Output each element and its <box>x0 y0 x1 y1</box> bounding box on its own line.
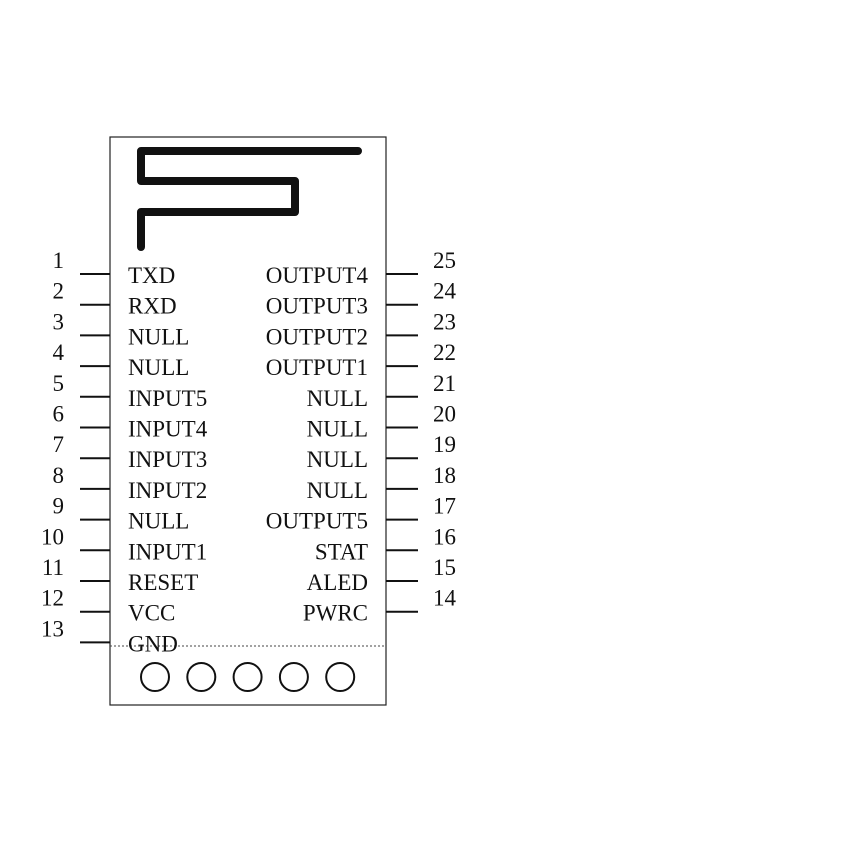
left-pin-number-4: 4 <box>53 340 65 365</box>
left-pin-number-13: 13 <box>41 616 64 641</box>
left-pin-number-10: 10 <box>41 524 64 549</box>
right-pin-label-6: NULL <box>307 417 368 442</box>
left-pin-label-7: INPUT3 <box>128 447 207 472</box>
right-pin-label-2: OUTPUT3 <box>266 294 368 319</box>
right-pin-number-5: 21 <box>433 371 456 396</box>
left-pin-number-5: 5 <box>53 371 65 396</box>
left-pin-label-5: INPUT5 <box>128 386 207 411</box>
left-pin-label-4: NULL <box>128 355 189 380</box>
bottom-pad-5 <box>325 662 356 692</box>
right-pin-number-10: 16 <box>433 524 456 549</box>
left-pin-label-1: TXD <box>128 263 175 288</box>
right-pin-label-4: OUTPUT1 <box>266 355 368 380</box>
antenna-trace <box>137 147 362 251</box>
bottom-pad-2 <box>186 662 217 692</box>
bottom-pad-4 <box>278 662 309 692</box>
right-pin-label-9: OUTPUT5 <box>266 509 368 534</box>
left-pin-number-9: 9 <box>53 494 65 519</box>
right-pin-label-1: OUTPUT4 <box>266 263 369 288</box>
right-pin-number-8: 18 <box>433 463 456 488</box>
right-pin-label-3: OUTPUT2 <box>266 324 368 349</box>
module-outline <box>109 136 387 706</box>
left-pin-number-2: 2 <box>53 279 65 304</box>
left-pin-label-3: NULL <box>128 324 189 349</box>
right-pin-label-5: NULL <box>307 386 368 411</box>
left-pin-number-8: 8 <box>53 463 65 488</box>
left-pin-label-6: INPUT4 <box>128 417 208 442</box>
right-pin-label-12: PWRC <box>303 601 368 626</box>
left-pin-number-12: 12 <box>41 586 64 611</box>
left-pin-label-8: INPUT2 <box>128 478 207 503</box>
right-pin-number-4: 22 <box>433 340 456 365</box>
right-pin-label-10: STAT <box>315 539 368 564</box>
left-pin-number-3: 3 <box>53 309 65 334</box>
left-pin-number-6: 6 <box>53 402 65 427</box>
left-pin-label-9: NULL <box>128 509 189 534</box>
left-pin-number-7: 7 <box>53 432 65 457</box>
right-pin-number-7: 19 <box>433 432 456 457</box>
left-pin-number-11: 11 <box>42 555 64 580</box>
right-pin-number-3: 23 <box>433 309 456 334</box>
left-pin-label-10: INPUT1 <box>128 539 207 564</box>
right-pin-label-7: NULL <box>307 447 368 472</box>
right-pin-number-9: 17 <box>433 494 456 519</box>
left-pin-label-13: GND <box>128 631 178 656</box>
right-pin-label-11: ALED <box>307 570 368 595</box>
left-pin-group: 1TXD2RXD3NULL4NULL5INPUT56INPUT47INPUT38… <box>41 248 208 656</box>
left-pin-label-11: RESET <box>128 570 198 595</box>
left-pin-label-12: VCC <box>128 601 175 626</box>
left-pin-label-2: RXD <box>128 294 177 319</box>
bottom-pad-group <box>140 662 356 692</box>
right-pin-number-12: 14 <box>433 586 457 611</box>
bottom-pad-3 <box>232 662 263 692</box>
right-pin-number-2: 24 <box>433 279 457 304</box>
right-pin-number-1: 25 <box>433 248 456 273</box>
right-pin-number-11: 15 <box>433 555 456 580</box>
right-pin-number-6: 20 <box>433 402 456 427</box>
right-pin-label-8: NULL <box>307 478 368 503</box>
left-pin-number-1: 1 <box>53 248 65 273</box>
bottom-pad-1 <box>140 662 170 692</box>
